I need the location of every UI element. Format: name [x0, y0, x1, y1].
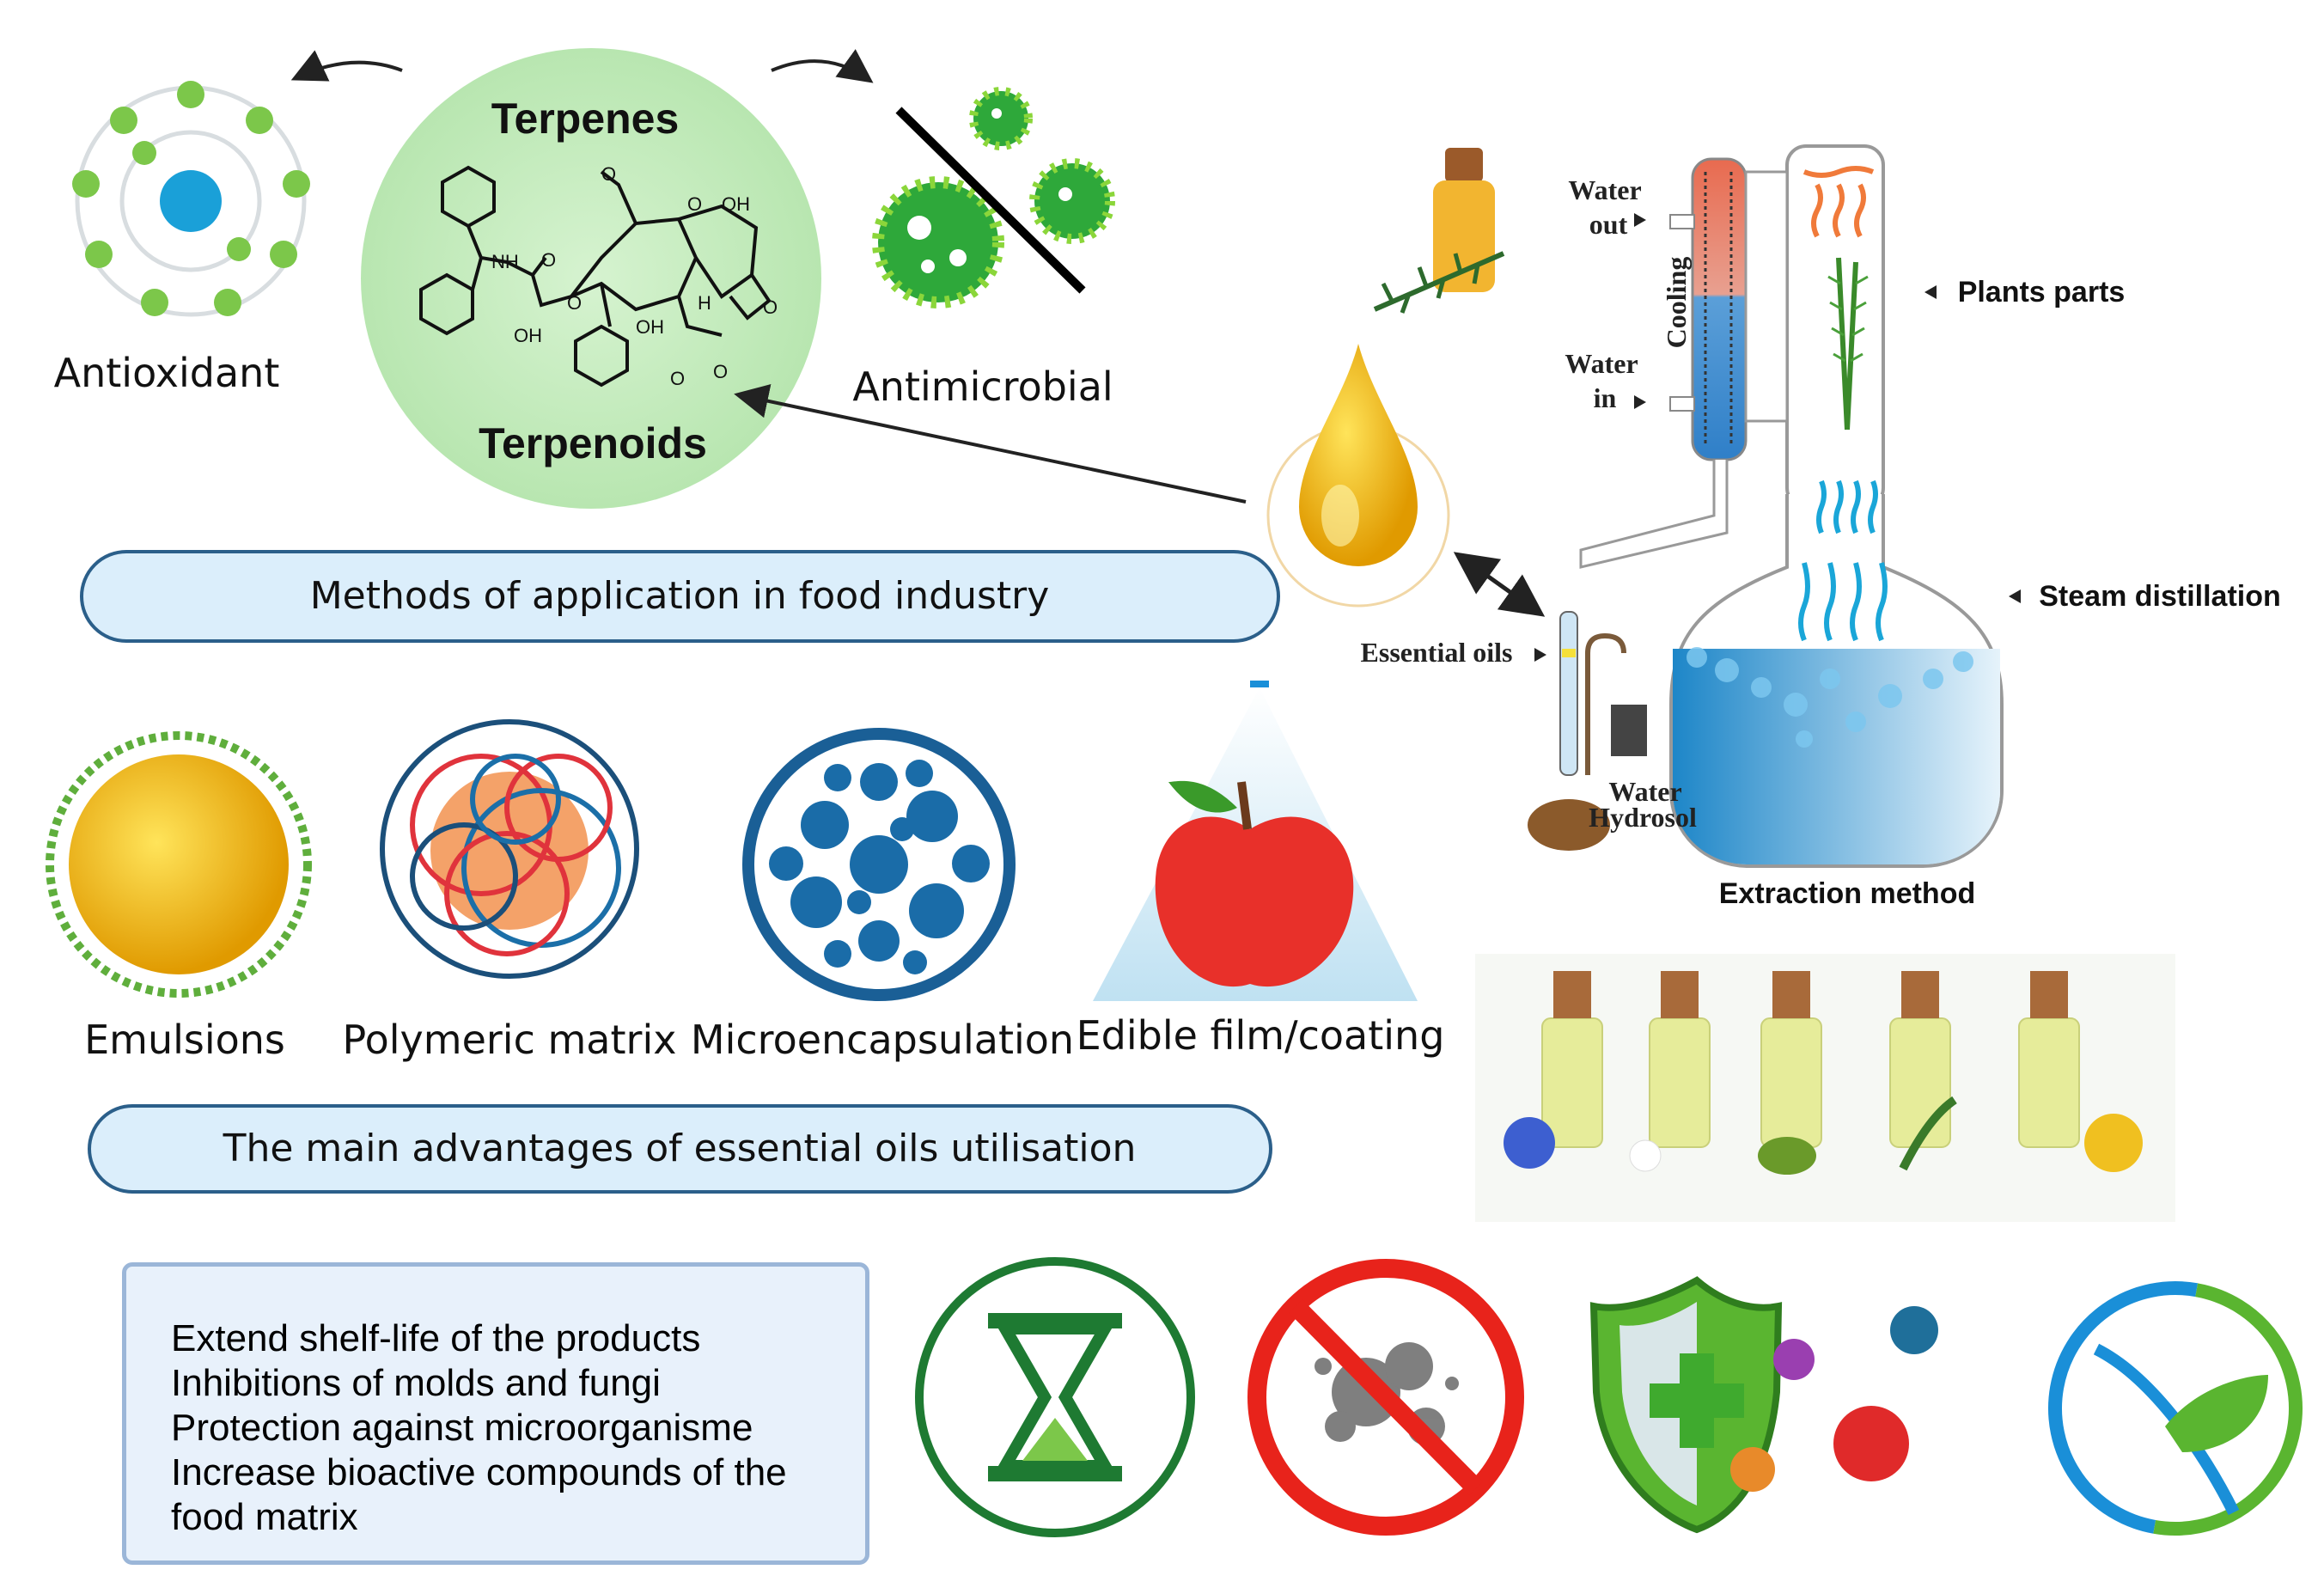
oil-drop-icon [1266, 344, 1450, 608]
atom-label: NH [491, 251, 519, 272]
double-arrow-oil [1453, 552, 1546, 617]
advantages-list: Extend shelf-life of the products Inhibi… [122, 1262, 869, 1565]
advantage-item: Extend shelf-life of the products [171, 1317, 701, 1359]
no-mold-icon [1247, 1259, 1524, 1536]
advantages-banner: The main advantages of essential oils ut… [88, 1104, 1272, 1194]
atom-label: O [713, 361, 728, 382]
antioxidant-label: Antioxidant [54, 350, 280, 396]
advantage-item: Inhibitions of molds and fungi [171, 1362, 661, 1404]
advantage-item: Protection against microorganisme [171, 1407, 753, 1449]
atom-label: O [601, 163, 616, 185]
atom-label: O [541, 249, 556, 271]
terpenes-label: Terpenes [491, 95, 680, 143]
atom-label: O [670, 368, 685, 389]
advantages-banner-text: The main advantages of essential oils ut… [223, 1127, 1137, 1170]
arrow-oil-to-terpenes [734, 384, 1247, 504]
plants-parts-label: Plants parts [1958, 276, 2126, 308]
antimicrobial-label: Antimicrobial [852, 363, 1113, 410]
atom-label: O [687, 193, 702, 215]
advantage-item: food matrix [171, 1496, 358, 1538]
virus-icon [872, 87, 1115, 308]
steam-distillation-label: Steam distillation [2039, 580, 2281, 613]
method-label-emulsions: Emulsions [84, 1017, 285, 1063]
atom-label: O [763, 296, 778, 318]
extraction-method-title: Extraction method [1719, 877, 1975, 910]
antioxidant-atom-icon [72, 81, 310, 317]
polymeric-matrix-icon [380, 719, 639, 979]
essential-oil-bottles-image [1475, 954, 2175, 1222]
inhibition-slash [895, 107, 1086, 294]
atom-label: H [698, 292, 711, 314]
method-label-polymeric-matrix: Polymeric matrix [343, 1017, 677, 1063]
dna-leaf-icon [2048, 1281, 2303, 1536]
steam-distillation-apparatus [1528, 144, 2004, 868]
microencapsulation-icon [742, 728, 1016, 1001]
water-hydrosol-label: Water [1608, 776, 1681, 807]
taxol-molecule-icon [419, 165, 772, 388]
water-out-label: out [1589, 209, 1628, 240]
advantage-item: Increase bioactive compounds of the [171, 1451, 787, 1493]
arrow-to-antioxidant [290, 50, 403, 82]
atom-label: O [567, 292, 582, 314]
method-label-microencapsulation: Microencapsulation [691, 1017, 1074, 1063]
water-in-label: Water [1565, 348, 1638, 379]
essential-oils-label: Essential oils [1361, 637, 1513, 668]
terpenoids-label: Terpenoids [479, 419, 707, 467]
hourglass-icon [915, 1257, 1195, 1537]
atom-label: OH [514, 325, 542, 346]
method-label-edible-film: Edible film/coating [1077, 1012, 1445, 1059]
water-out-label: Water [1568, 174, 1641, 205]
emulsion-icon [46, 731, 312, 998]
water-in-label: in [1594, 382, 1617, 413]
oil-bottle-icon [1373, 148, 1505, 314]
cooling-label: Cooling [1661, 257, 1692, 349]
atom-label: OH [722, 193, 750, 215]
atom-label: OH [636, 316, 664, 338]
terpenes-circle [361, 48, 821, 509]
edible-coating-apple-icon [1093, 681, 1418, 1001]
arrow-to-antimicrobial [771, 49, 874, 83]
methods-banner: Methods of application in food industry [80, 550, 1280, 643]
methods-banner-text: Methods of application in food industry [310, 574, 1050, 618]
shield-protection-icon [1589, 1276, 1938, 1534]
water-hydrosol-label: Hydrosol [1589, 802, 1697, 833]
